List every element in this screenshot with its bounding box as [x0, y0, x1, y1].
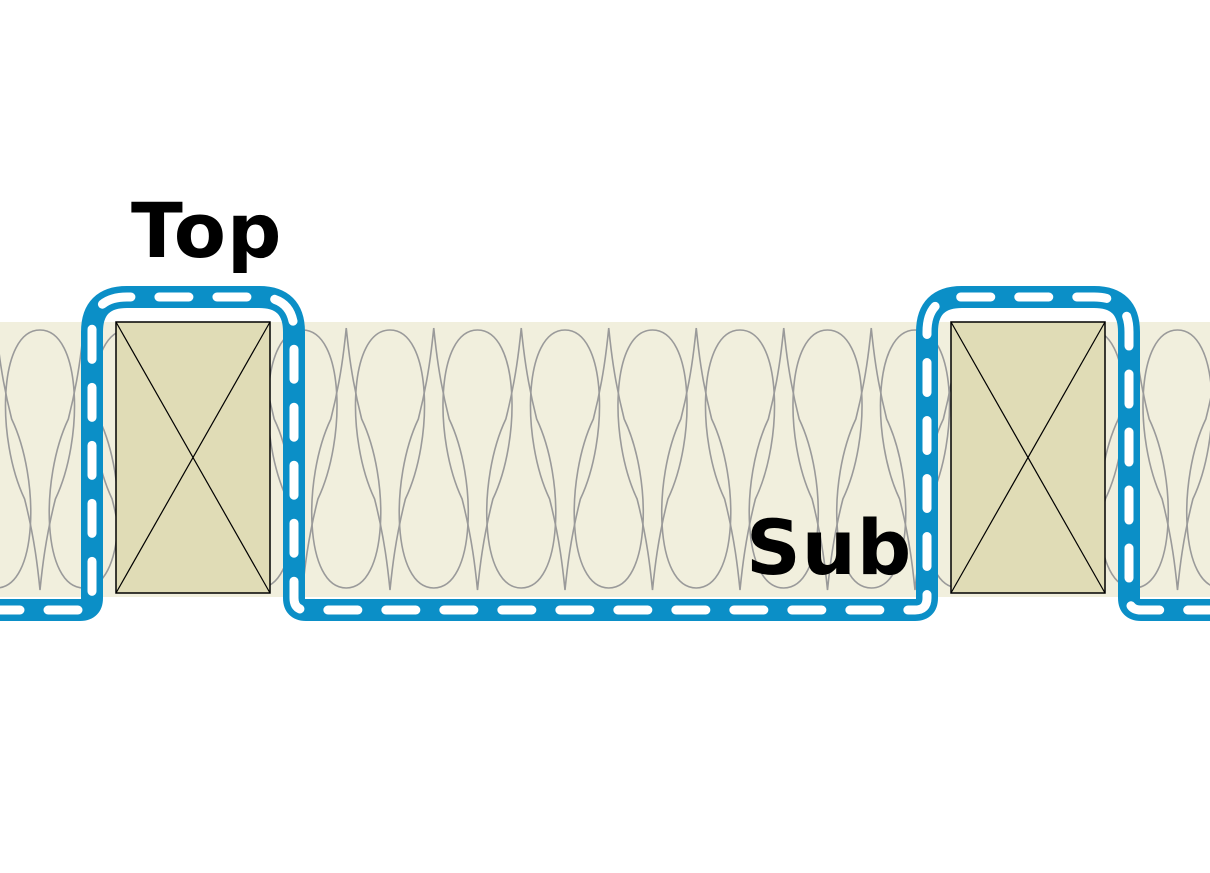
stud-left [115, 321, 271, 594]
insulation-loop [704, 329, 776, 591]
insulation-loop [0, 353, 32, 589]
insulation-loop [486, 327, 557, 589]
insulation-loop [4, 329, 76, 591]
insulation-loop [748, 327, 819, 589]
stud-right [950, 321, 1106, 594]
insulation-loop [1142, 329, 1210, 591]
insulation-loop [311, 327, 382, 589]
insulation-loop [836, 327, 907, 589]
insulation-loop [573, 327, 644, 589]
insulation-loop [529, 329, 601, 591]
label-sub: Sub [746, 503, 913, 592]
insulation-loop [398, 327, 469, 589]
label-top: Top [131, 186, 283, 275]
membrane-dashes [0, 292, 1210, 615]
insulation-loop [792, 329, 863, 591]
insulation-loop [354, 329, 426, 591]
insulation-loop [661, 327, 732, 589]
insulation-loop [442, 329, 513, 591]
insulation-loop [617, 329, 688, 591]
insulation-loop [1186, 397, 1210, 586]
